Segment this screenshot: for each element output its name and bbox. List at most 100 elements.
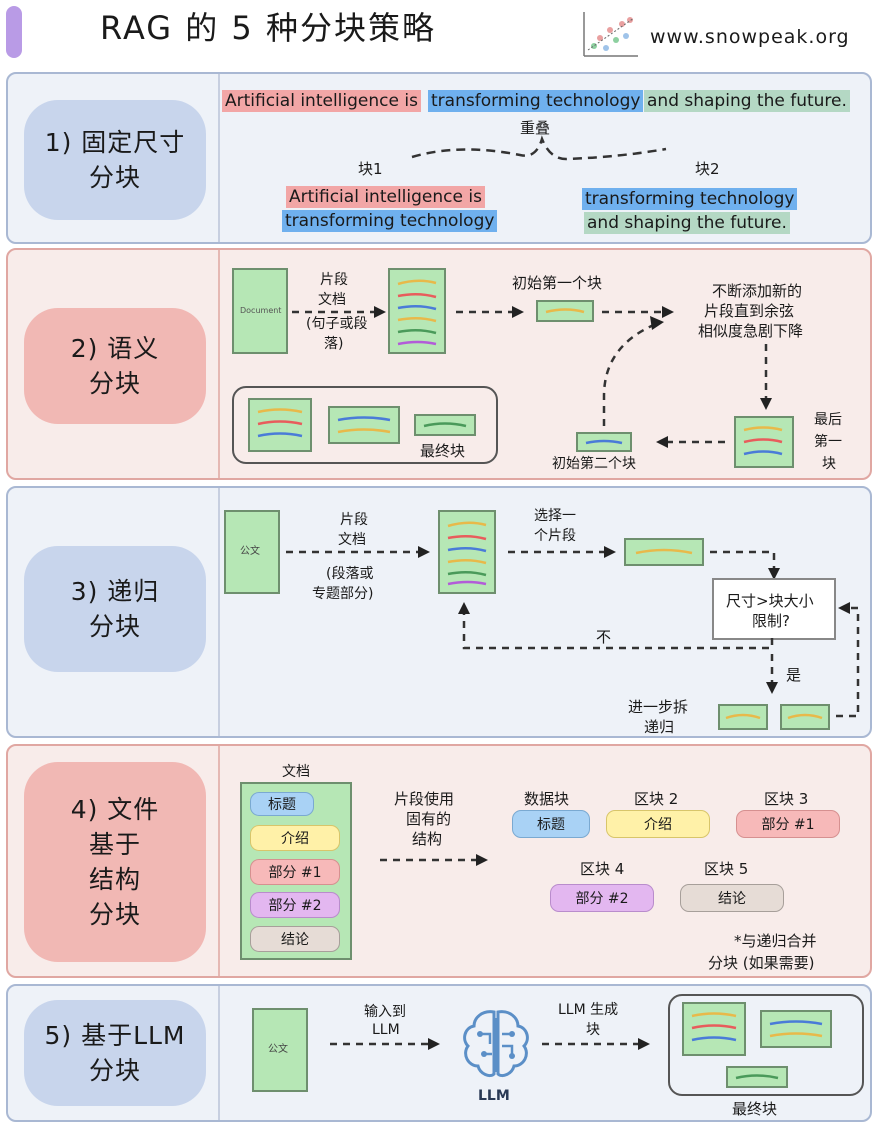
s4-doc-item-conclusion: 结论 (250, 926, 340, 952)
s4-out-chip-title: 标题 (512, 810, 590, 838)
s2-final-chunk-2 (328, 406, 400, 444)
chunk2-line-2: and shaping the future. (584, 212, 790, 234)
s3-no-label: 不 (596, 628, 612, 646)
s5-final-label: 最终块 (732, 1100, 778, 1118)
s2-step1-line3: (句子或段 (306, 316, 368, 332)
s5-document: 公文 (252, 1008, 308, 1092)
s4-doc-item-title: 标题 (250, 792, 314, 816)
s5-llm-label: LLM (478, 1088, 510, 1104)
s4-doc-title: 文档 (282, 764, 310, 780)
s3-further-line2: 递归 (644, 718, 675, 736)
s3-arrow-yes (766, 654, 778, 694)
llm-brain-icon (463, 1010, 529, 1078)
s3-decision-box (712, 578, 836, 640)
s4-out-chip-intro: 介绍 (606, 810, 710, 838)
s3-arrow-2 (508, 546, 616, 558)
s3-step1-line1: 片段 (340, 512, 368, 528)
s3-split-chunk-2 (780, 704, 830, 730)
s4-out-label-2: 区块 2 (634, 790, 679, 808)
s5-generate-line1: LLM 生成 (558, 1002, 619, 1018)
s3-arrow-recurse (836, 602, 860, 718)
s4-arrow (380, 854, 488, 866)
chunk2-label: 块2 (695, 160, 720, 178)
s4-note-line2: 分块 (如果需要) (708, 954, 815, 972)
chunk1-line-2: transforming technology (282, 210, 498, 232)
label-recursive: 3) 递归 分块 (24, 546, 206, 672)
label-fixed-size: 1) 固定尺寸 分块 (24, 100, 206, 220)
s3-select-line1: 选择一 (534, 508, 576, 524)
s2-arrow-2 (456, 306, 524, 318)
s2-second-chunk (576, 432, 632, 452)
overlap-label: 重叠 (520, 119, 551, 137)
s2-final-chunk-1 (248, 398, 312, 452)
sentence-part-2: transforming technology (428, 90, 644, 112)
s2-last-line2: 第一 (814, 434, 842, 450)
s3-arrow-no (458, 602, 774, 650)
s5-arrow-2 (542, 1038, 650, 1050)
s2-second-chunk-label: 初始第二个块 (552, 456, 636, 472)
s4-arrow-line3: 结构 (412, 830, 443, 848)
s2-arrow-1 (292, 306, 386, 318)
s3-decision-line1: 尺寸>块大小 (726, 592, 814, 610)
s2-add-line3: 相似度急剧下降 (698, 322, 804, 340)
s5-final-chunk-3 (726, 1066, 788, 1088)
s5-final-chunk-1 (682, 1002, 746, 1056)
s3-arrow-3 (710, 550, 780, 580)
label-document-structure: 4) 文件 基于 结构 分块 (24, 762, 206, 962)
s2-arrow-3 (602, 306, 674, 318)
s2-final-chunk-3 (414, 414, 476, 436)
s2-segmented-doc (388, 268, 446, 354)
s3-step1-line4: 专题部分) (312, 586, 374, 602)
chunk1-label: 块1 (358, 160, 383, 178)
s4-out-chip-conclusion: 结论 (680, 884, 784, 912)
s3-select-line2: 个片段 (534, 528, 576, 544)
sentence-part-3: and shaping the future. (644, 90, 850, 112)
s2-last-line1: 最后 (814, 412, 842, 428)
s3-step1-line3: (段落或 (326, 566, 374, 582)
sentence-part-1: Artificial intelligence is (222, 90, 421, 112)
label-llm-based: 5) 基于LLM 分块 (24, 1000, 206, 1106)
s2-arrow-up (602, 316, 664, 426)
s2-last-line3: 块 (822, 456, 836, 472)
s2-step1-line2: 文档 (318, 292, 346, 308)
s2-add-line2: 片段直到余弦 (704, 302, 795, 320)
s5-arrow-1 (330, 1038, 440, 1050)
scatter-logo-icon (583, 12, 638, 57)
s2-step1-line4: 落) (324, 336, 344, 352)
s3-step1-line2: 文档 (338, 532, 366, 548)
s2-final-label: 最终块 (420, 442, 466, 460)
s2-final-chunks-box (232, 386, 498, 464)
s2-arrow-down (760, 344, 772, 410)
s4-out-chip-part2: 部分 #2 (550, 884, 654, 912)
s4-doc-item-part1: 部分 #1 (250, 859, 340, 885)
overlap-brace (411, 135, 667, 161)
semantic-document: Document (232, 268, 288, 354)
s2-last-chunk (734, 416, 794, 468)
s2-add-line1: 不断添加新的 (712, 282, 803, 300)
s2-first-chunk-label: 初始第一个块 (512, 274, 603, 292)
label-semantic: 2) 语义 分块 (24, 308, 206, 424)
s2-step1-line1: 片段 (320, 272, 348, 288)
s4-out-label-1: 数据块 (524, 790, 570, 808)
page-title: RAG 的 5 种分块策略 (100, 9, 436, 47)
s5-generate-line2: 块 (586, 1022, 600, 1038)
chunk2-line-1: transforming technology (582, 188, 798, 210)
s5-input-line1: 输入到 (364, 1004, 406, 1020)
s2-first-chunk (536, 300, 594, 322)
recursive-document: 公文 (224, 510, 280, 594)
header-accent-bar (6, 6, 22, 58)
s3-decision-line2: 限制? (752, 612, 790, 630)
s3-yes-label: 是 (786, 666, 802, 684)
s3-split-chunk-1 (718, 704, 768, 730)
s3-selected-chunk (624, 538, 704, 566)
s3-segmented-doc (438, 510, 496, 594)
site-url: www.snowpeak.org (650, 26, 850, 48)
s4-out-label-4: 区块 4 (580, 860, 625, 878)
s3-arrow-1 (286, 546, 430, 558)
s4-arrow-line1: 片段使用 (394, 790, 455, 808)
s4-doc-item-intro: 介绍 (250, 825, 340, 851)
s5-final-chunks-box (668, 994, 864, 1096)
s4-out-label-5: 区块 5 (704, 860, 749, 878)
s4-arrow-line2: 固有的 (406, 810, 452, 828)
s4-out-chip-part1: 部分 #1 (736, 810, 840, 838)
